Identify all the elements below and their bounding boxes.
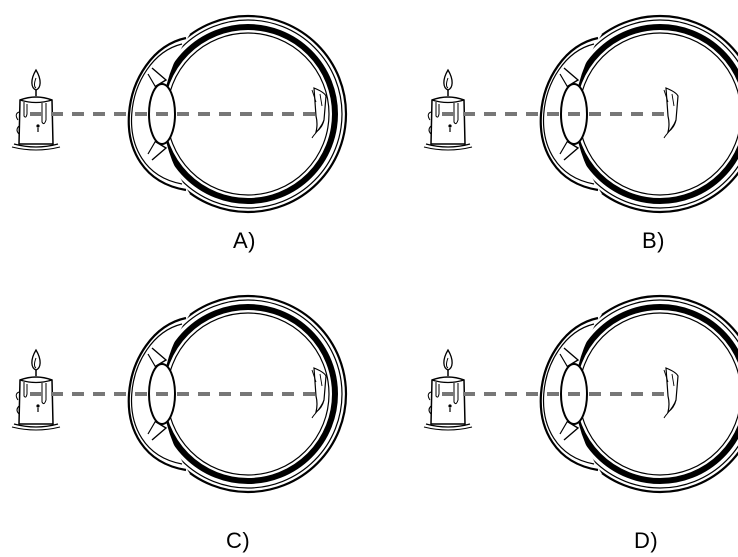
panel-c: C) bbox=[0, 280, 369, 557]
panel-label-d: D) bbox=[634, 528, 659, 553]
eye-illustration-d bbox=[423, 294, 738, 494]
eye-illustration-a bbox=[11, 14, 348, 214]
panel-b: B) bbox=[412, 0, 738, 277]
retina-image bbox=[311, 367, 327, 419]
panel-a: A) bbox=[0, 0, 369, 277]
panel-label-c: C) bbox=[226, 528, 251, 553]
panel-d: D) bbox=[412, 280, 738, 557]
eye-illustration-b bbox=[423, 14, 738, 214]
eye-illustration-c bbox=[11, 294, 348, 494]
retina-image bbox=[663, 87, 679, 139]
eyeball bbox=[108, 14, 348, 214]
candle-icon bbox=[11, 348, 61, 431]
panel-label-b: B) bbox=[642, 228, 665, 253]
eyeball bbox=[108, 294, 348, 494]
retina-image bbox=[311, 87, 327, 139]
candle-icon bbox=[423, 348, 473, 431]
candle-icon bbox=[423, 68, 473, 151]
retina-image bbox=[663, 367, 679, 419]
candle-icon bbox=[11, 68, 61, 151]
panel-label-a: A) bbox=[233, 228, 256, 253]
